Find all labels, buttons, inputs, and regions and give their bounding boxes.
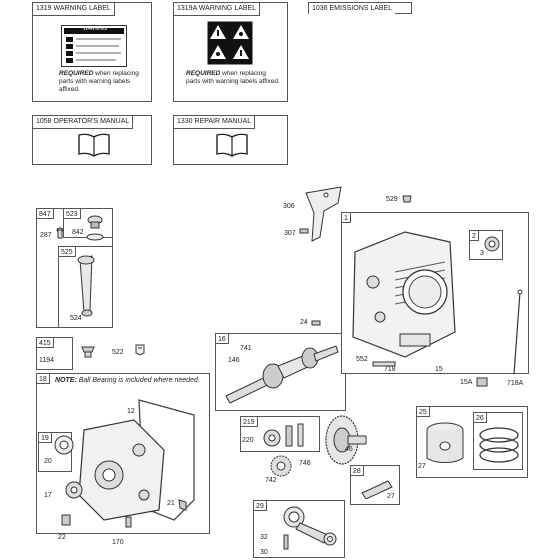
cylinder-block-drawing	[352, 231, 456, 358]
timing-gear-drawing	[270, 455, 292, 477]
drain-plug-drawing	[81, 346, 95, 358]
callout-842: 842	[72, 229, 84, 236]
callout-29: 29	[253, 500, 267, 511]
key-drawing	[311, 320, 321, 326]
callout-718A: 718A	[507, 380, 524, 387]
governor-gear-group-219: 219	[240, 416, 320, 452]
clip-drawing	[135, 344, 145, 356]
callout-21: 21	[167, 500, 175, 507]
callout-1: 1	[341, 212, 351, 223]
dipstick-drawing	[56, 215, 104, 317]
warning-card-heading: WARNING	[83, 26, 107, 32]
callout-19: 19	[38, 432, 52, 443]
callout-30: 30	[260, 549, 268, 556]
long-pin-drawing	[513, 289, 523, 375]
callout-12: 12	[127, 408, 135, 415]
callout-220: 220	[242, 437, 254, 444]
note-text: Ball Bearing is included where needed.	[78, 377, 200, 384]
callout-306: 306	[283, 203, 295, 210]
piston-pin-group-28: 28	[350, 465, 400, 505]
callout-28: 28	[350, 465, 364, 476]
callout-27-piston: 27	[418, 463, 426, 470]
callout-46: 46	[345, 446, 353, 453]
shield-bracket-drawing	[299, 186, 342, 242]
required-note: REQUIRED when replacing parts with warni…	[59, 70, 149, 94]
warning-label-1319a-title: 1319A WARNING LABEL	[174, 3, 261, 16]
warning-label-1319a-box: 1319A WARNING LABEL REQUIRED when replac…	[173, 2, 288, 102]
callout-741: 741	[240, 345, 252, 352]
oil-seal-drawing	[484, 236, 500, 252]
required-note: REQUIRED when replacing parts with warni…	[186, 70, 281, 86]
emissions-label-1036-title: 1036 EMISSIONS LABEL	[309, 3, 396, 15]
callout-2: 2	[469, 230, 479, 241]
callout-17: 17	[44, 492, 52, 499]
callout-3: 3	[480, 250, 484, 257]
hazard-symbols-icon	[207, 21, 253, 65]
operators-manual-box: 1058 OPERATOR'S MANUAL	[32, 115, 152, 165]
warning-card-icon	[61, 25, 127, 67]
drain-plug-group-415: 415	[36, 337, 73, 370]
governor-gear-drawing	[263, 423, 304, 447]
required-text: when replacing parts with warning labels…	[186, 70, 280, 85]
repair-manual-box: 1330 REPAIR MANUAL	[173, 115, 288, 165]
callout-25: 25	[416, 406, 430, 417]
required-word: REQUIRED	[59, 70, 94, 77]
bearing-note: NOTE: Ball Bearing is included where nee…	[55, 377, 200, 384]
callout-20: 20	[44, 458, 52, 465]
callout-27-pin: 27	[387, 493, 395, 500]
connecting-rod-drawing	[283, 506, 337, 550]
callout-525: 525	[58, 246, 76, 257]
callout-16: 16	[215, 333, 229, 344]
callout-1194: 1194	[39, 357, 55, 364]
repair-manual-title: 1330 REPAIR MANUAL	[174, 116, 256, 129]
callout-415: 415	[36, 337, 54, 348]
camshaft-gear-drawing	[325, 415, 367, 465]
book-icon	[78, 133, 110, 157]
callout-742: 742	[265, 477, 277, 484]
required-word: REQUIRED	[186, 70, 221, 77]
dowel-pin-drawing	[372, 361, 396, 367]
operators-manual-title: 1058 OPERATOR'S MANUAL	[33, 116, 134, 129]
required-text: when replacing parts with warning labels…	[59, 70, 139, 93]
callout-307: 307	[284, 230, 296, 237]
callout-529: 529	[386, 196, 398, 203]
plug-drawing	[402, 195, 412, 203]
crankshaft-drawing	[225, 345, 339, 404]
callout-847: 847	[36, 208, 54, 219]
callout-18: 18	[36, 373, 50, 384]
callout-522: 522	[112, 349, 124, 356]
callout-552: 552	[356, 356, 368, 363]
callout-524: 524	[70, 315, 82, 322]
plug-15a-drawing	[476, 377, 488, 387]
callout-26: 26	[473, 412, 487, 423]
callout-15A: 15A	[460, 379, 473, 386]
callout-219: 219	[240, 416, 258, 427]
callout-287: 287	[40, 232, 52, 239]
warning-label-1319-title: 1319 WARNING LABEL	[33, 3, 115, 16]
callout-24: 24	[300, 319, 308, 326]
note-bold: NOTE:	[55, 377, 77, 384]
callout-22: 22	[58, 534, 66, 541]
callout-523: 523	[63, 208, 81, 219]
crankcase-cover-drawing	[54, 399, 195, 528]
callout-146: 146	[228, 357, 240, 364]
callout-15: 15	[435, 366, 443, 373]
warning-label-1319-box: 1319 WARNING LABEL WARNING REQUIRED when…	[32, 2, 152, 102]
piston-drawing	[426, 422, 464, 463]
dipstick-group-523: 523	[63, 208, 113, 238]
emissions-label-1036-box: 1036 EMISSIONS LABEL	[308, 2, 412, 15]
callout-746: 746	[299, 460, 311, 467]
book-icon	[216, 133, 248, 157]
callout-170: 170	[112, 539, 124, 546]
piston-rings-drawing	[479, 427, 519, 463]
callout-718: 718	[384, 366, 396, 373]
callout-32: 32	[260, 534, 268, 541]
piston-pin-drawing	[361, 480, 393, 499]
